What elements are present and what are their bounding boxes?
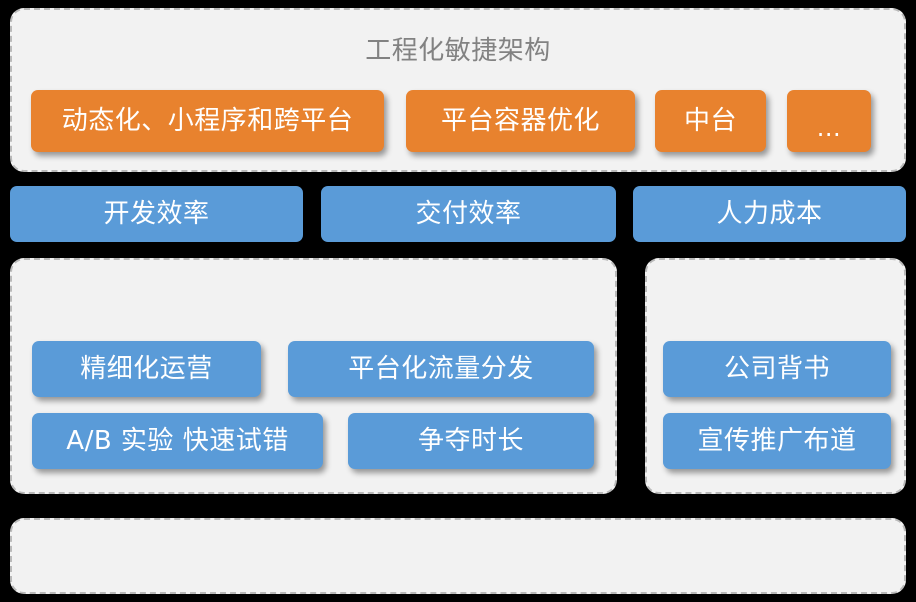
chip-dynamic-miniprogram-crossplatform[interactable]: 动态化、小程序和跨平台 — [31, 90, 384, 152]
chip-middle-platform[interactable]: 中台 — [655, 90, 766, 152]
chip-development-efficiency[interactable]: 开发效率 — [10, 186, 303, 242]
chip-compete-for-time[interactable]: 争夺时长 — [348, 413, 594, 469]
panel-industry-development: 行业发展 — [10, 518, 906, 594]
panel-engineering-architecture-title: 工程化敏捷架构 — [365, 36, 551, 66]
chip-promotion-evangelism[interactable]: 宣传推广布道 — [663, 413, 891, 469]
chip-platform-traffic-distribution[interactable]: 平台化流量分发 — [288, 341, 594, 397]
chip-manpower-cost[interactable]: 人力成本 — [633, 186, 906, 242]
chip-refined-operation[interactable]: 精细化运营 — [32, 341, 261, 397]
chip-ab-test-fast-iteration[interactable]: A/B 实验 快速试错 — [32, 413, 323, 469]
chip-more-ellipsis[interactable]: ... — [787, 90, 871, 152]
chip-platform-container-optimization[interactable]: 平台容器优化 — [406, 90, 635, 152]
chip-company-endorsement[interactable]: 公司背书 — [663, 341, 891, 397]
chip-delivery-efficiency[interactable]: 交付效率 — [321, 186, 616, 242]
